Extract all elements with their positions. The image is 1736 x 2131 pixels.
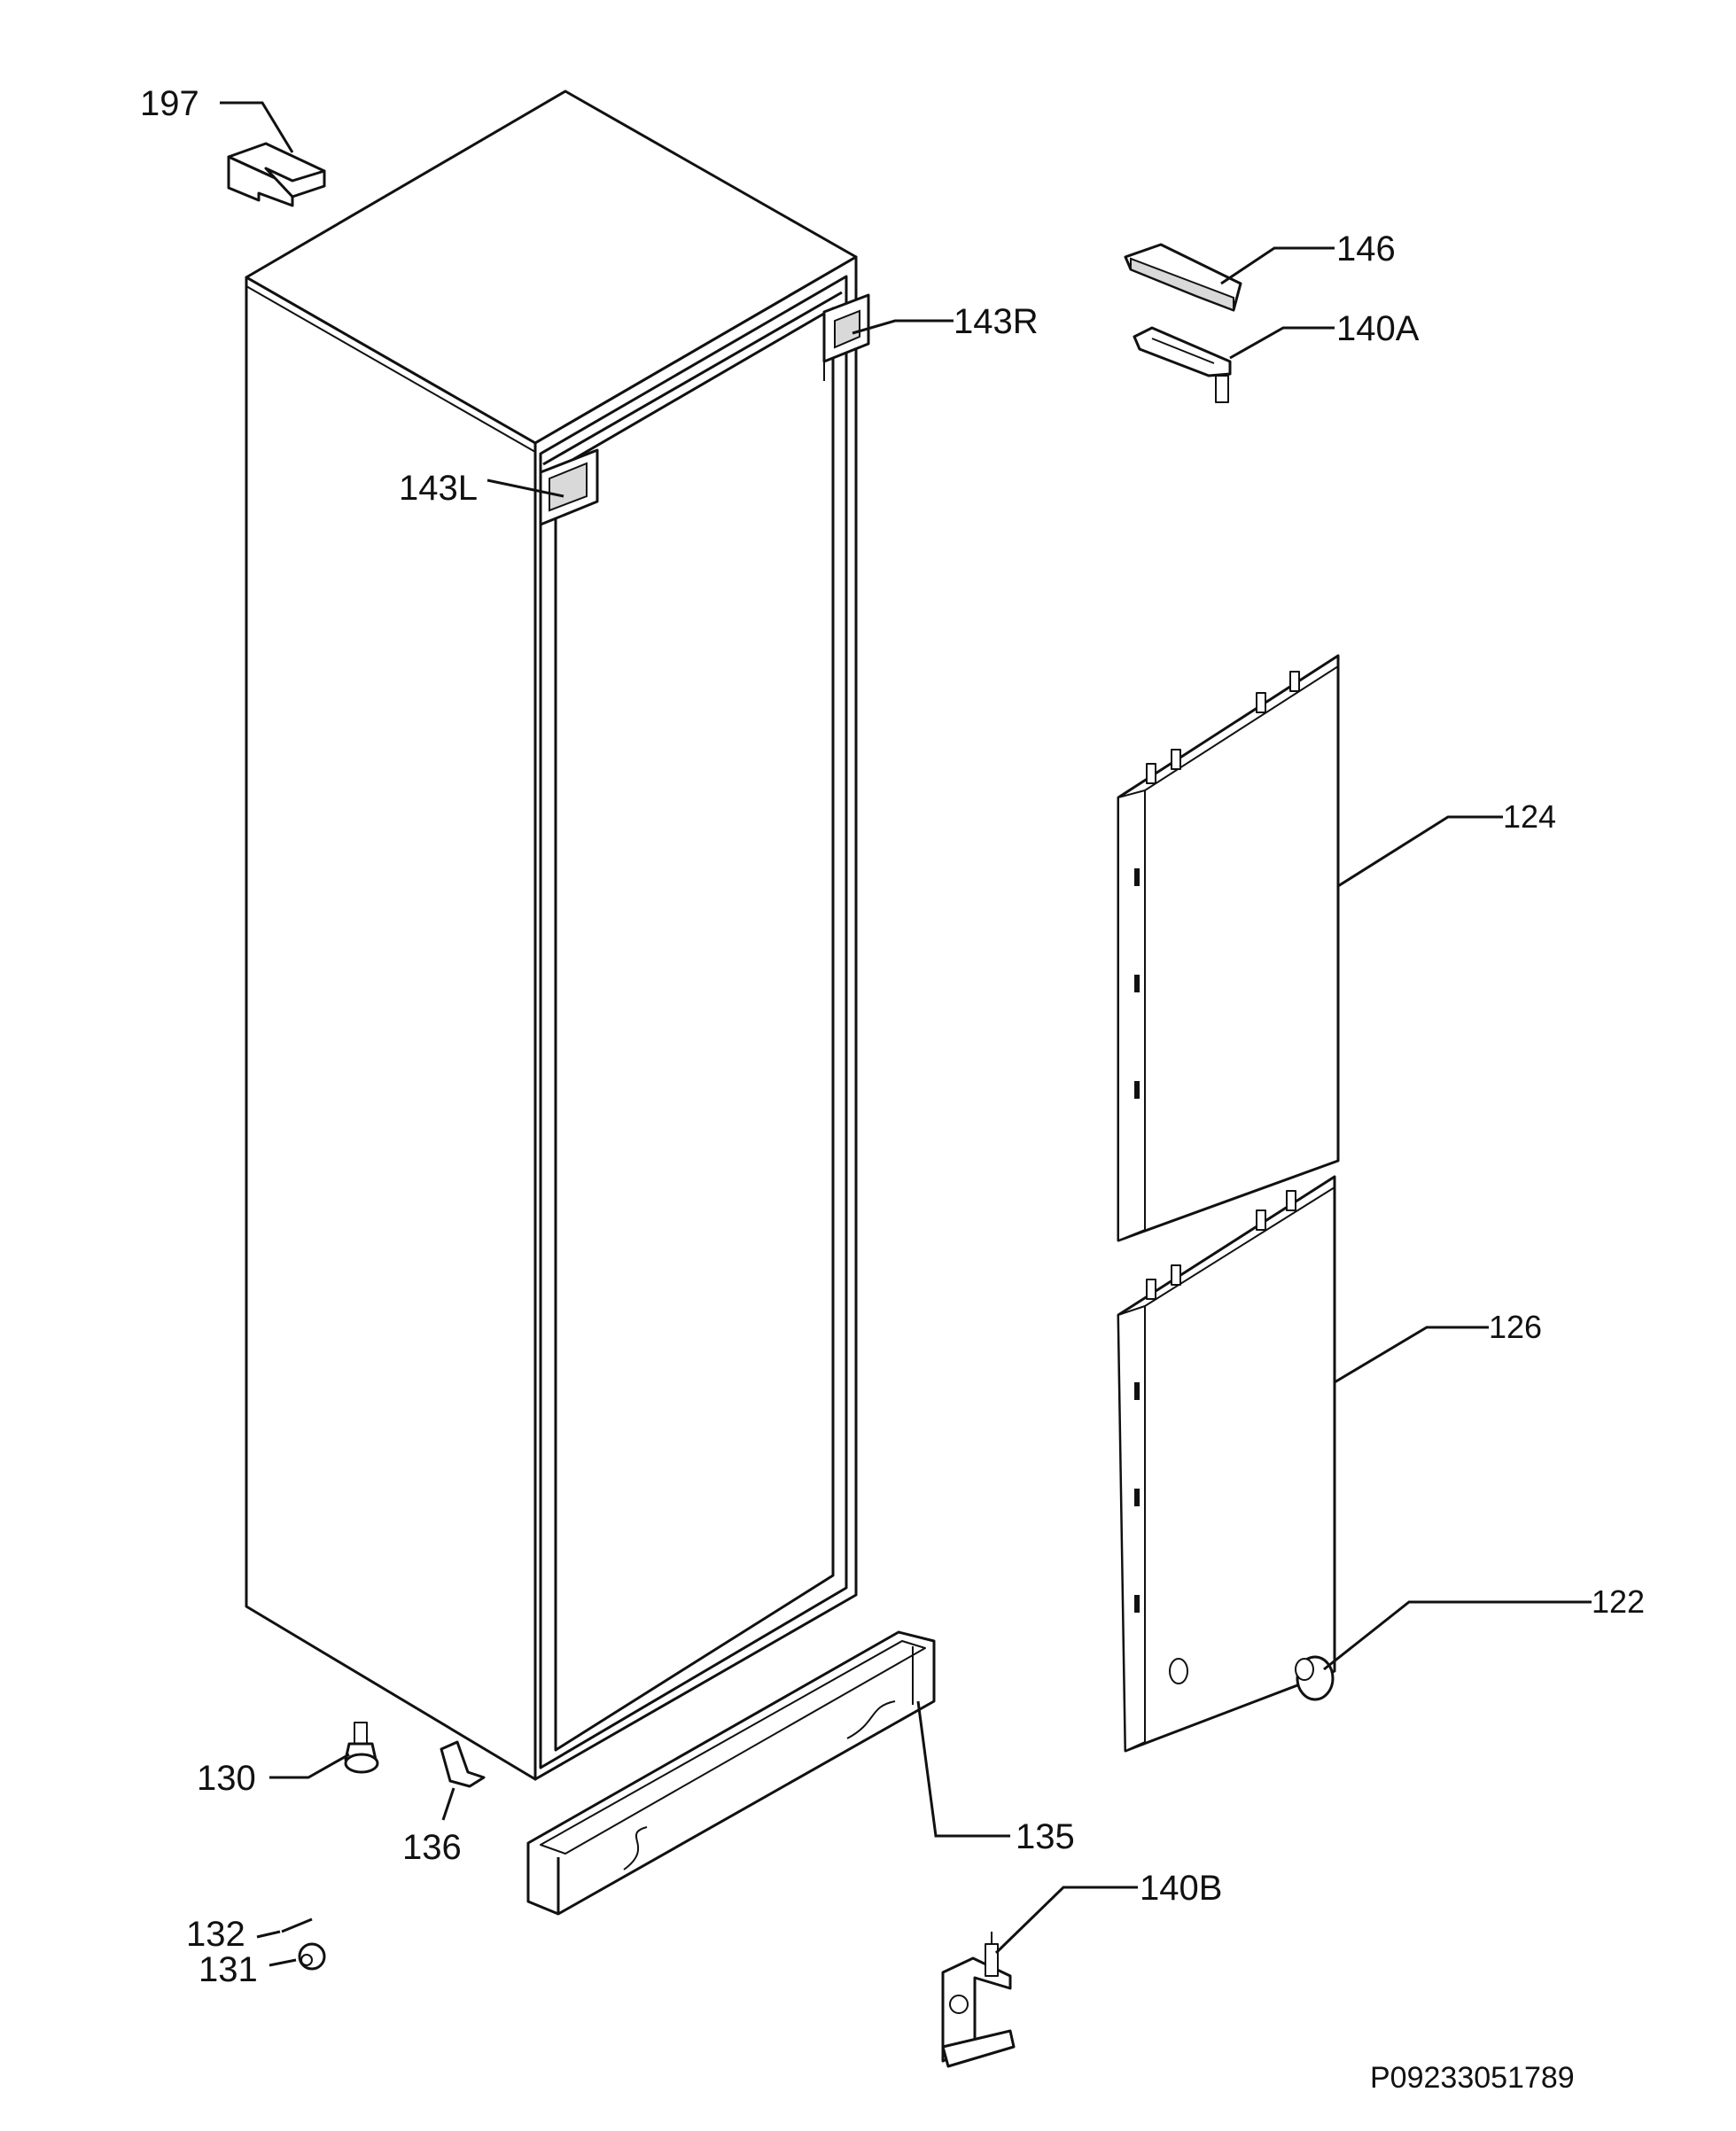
part-146	[1124, 243, 1242, 312]
leader-143L	[487, 478, 564, 498]
leader-136	[441, 1787, 455, 1821]
callout-143L: 143L	[399, 469, 478, 508]
cabinet-front-face	[533, 255, 858, 1781]
diagram-reference-code: P09233051789	[1370, 2061, 1575, 2095]
part-136	[440, 1740, 486, 1788]
cabinet-body	[245, 89, 858, 1781]
leader-135	[916, 1700, 1010, 1838]
part-143L	[539, 448, 599, 526]
leader-122	[1323, 1600, 1592, 1671]
callout-146: 146	[1336, 229, 1396, 268]
part-140B	[941, 1932, 1016, 2068]
callout-131: 131	[199, 1950, 258, 1989]
callout-126: 126	[1489, 1309, 1542, 1345]
callout-122: 122	[1592, 1583, 1645, 1620]
leader-140A	[1229, 326, 1335, 360]
cabinet-side-face	[245, 276, 537, 1781]
callout-124: 124	[1503, 798, 1556, 835]
part-143R	[822, 293, 870, 381]
top-front-edge	[542, 291, 843, 466]
leader-132	[256, 1930, 281, 1939]
part-130	[344, 1722, 379, 1774]
part-126	[1117, 1175, 1336, 1753]
leader-143R	[852, 319, 954, 335]
callout-140B: 140B	[1140, 1869, 1222, 1908]
callout-136: 136	[402, 1828, 462, 1867]
door-frame-outer	[539, 275, 848, 1769]
part-197	[227, 142, 326, 207]
callout-132: 132	[186, 1915, 245, 1954]
callout-130: 130	[197, 1759, 256, 1798]
part-131	[298, 1942, 326, 1971]
leader-140B	[994, 1886, 1138, 1955]
part-135	[526, 1630, 936, 1916]
callout-140A: 140A	[1336, 309, 1420, 348]
callout-197: 197	[140, 84, 199, 123]
leader-197	[220, 101, 294, 153]
part-132	[281, 1917, 313, 1933]
side-top-edge	[245, 285, 536, 453]
leader-131	[269, 1958, 297, 1967]
leader-130	[269, 1753, 350, 1779]
part-124	[1117, 654, 1340, 1242]
leader-124	[1337, 815, 1503, 888]
door-frame-inner	[554, 307, 835, 1752]
callout-135: 135	[1016, 1817, 1075, 1856]
callout-143R: 143R	[954, 302, 1039, 341]
leader-146	[1220, 246, 1335, 285]
part-122	[1295, 1655, 1335, 1701]
part-140A	[1133, 326, 1232, 403]
leader-126	[1334, 1326, 1489, 1384]
